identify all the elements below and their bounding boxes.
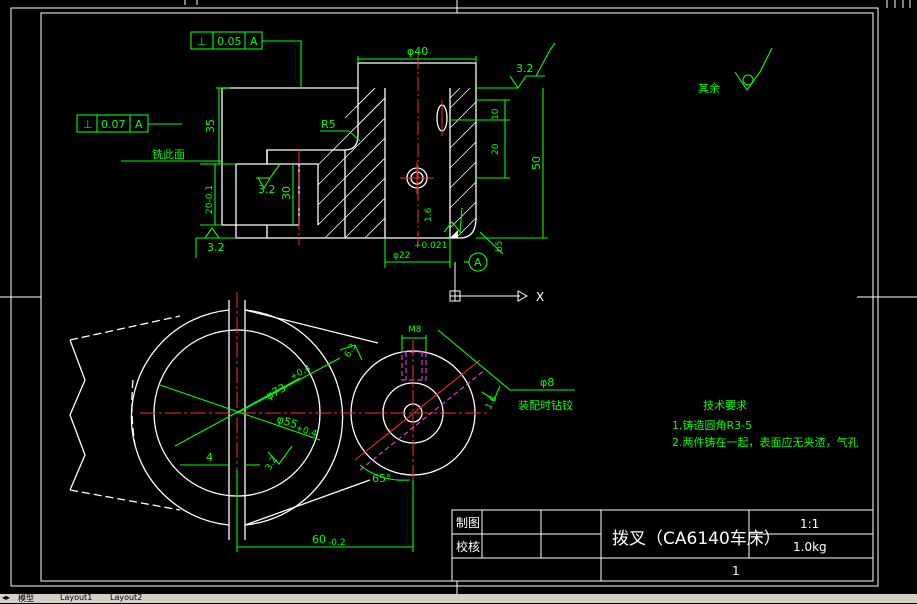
top-view <box>221 55 477 248</box>
hatch-left <box>317 87 386 239</box>
flatness-value: 0.05 <box>217 35 242 48</box>
ucs-x-label: X <box>536 290 544 304</box>
tech-req-item-2: 2.两件铸在一起，表面应无夹渣，气孔 <box>672 435 859 449</box>
dim-50: 50 <box>530 156 543 170</box>
dim-phi55: φ55 <box>275 412 299 431</box>
dim-phi55-tol: +0.4 <box>294 423 318 439</box>
bottom-view-dimensions: φ73 +0.4 φ55 +0.4 4 3.2 6.3 65° M8 φ8 装配… <box>159 325 575 552</box>
tab-nav-icon[interactable]: ◂▸ <box>2 593 11 602</box>
dim-phi8: φ8 <box>540 376 554 389</box>
tech-requirements: 技术要求 1.铸造圆角R3-5 2.两件铸在一起，表面应无夹渣，气孔 <box>672 399 859 449</box>
dim-b5: b5 <box>495 241 505 252</box>
dim-bore-tol: +0.021 <box>414 241 447 251</box>
dim-30: 30 <box>280 186 293 200</box>
perp-symbol: ⊥ <box>83 118 93 131</box>
dim-phi73: φ73 <box>263 381 288 402</box>
ucs-icon: X <box>449 262 544 304</box>
dim-M8: M8 <box>408 325 422 335</box>
title-part-name: 拨叉（CA6140车床） <box>612 529 781 549</box>
tech-req-heading: 技术要求 <box>703 399 747 412</box>
remaining-label: 其余 <box>698 81 720 95</box>
dim-phi73-tol: +0.4 <box>289 363 313 382</box>
flatness-datum: A <box>250 35 258 48</box>
dim-4: 4 <box>206 451 213 464</box>
flatness-symbol: ⊥ <box>197 35 207 48</box>
dim-10: 10 <box>491 108 501 120</box>
dim-20: 20 <box>491 143 501 155</box>
tab-layout2[interactable]: Layout2 <box>110 593 143 602</box>
rough-1-6: 1.6 <box>424 207 434 222</box>
label-milled-face: 铣此面 <box>152 147 185 161</box>
dim-60-tol: -0.2 <box>328 538 346 548</box>
rough-3-2-left: 3.2 <box>258 183 276 196</box>
dim-35: 35 <box>204 119 217 133</box>
rough-6-3: 6.3 <box>343 342 359 359</box>
perp-value: 0.07 <box>101 118 126 131</box>
tech-req-item-1: 1.铸造圆角R3-5 <box>672 418 752 432</box>
title-scale: 1:1 <box>800 517 819 531</box>
layout-tab-bar: ◂▸ 模型 Layout1 Layout2 <box>0 593 917 603</box>
dim-20-tol: 20-0.1 <box>205 185 215 214</box>
dim-R5: R5 <box>321 118 336 131</box>
title-weight: 1.0kg <box>793 540 827 554</box>
label-assembly-drill: 装配时钻铰 <box>518 398 573 412</box>
rough-1-6-bottom-view: 1.6 <box>484 394 500 412</box>
dim-phi40: φ40 <box>407 45 428 58</box>
title-sheet: 1 <box>732 564 740 578</box>
tab-layout1[interactable]: Layout1 <box>60 593 93 602</box>
dim-bore: φ22 <box>393 251 410 261</box>
perp-datum: A <box>135 118 143 131</box>
rough-3-2-bottom-view: 3.2 <box>264 455 280 472</box>
title-drawn-by: 制图 <box>456 516 480 530</box>
title-checked-by: 校核 <box>456 539 480 554</box>
dim-65deg: 65° <box>372 472 392 485</box>
title-block: 制图 校核 拨叉（CA6140车床） 1:1 1.0kg 1 <box>451 509 874 582</box>
tab-model[interactable]: 模型 <box>18 594 34 603</box>
top-view-dimensions: φ40 ⊥ 0.05 A ⊥ 0.07 A 35 R5 铣此面 20-0.1 <box>76 31 773 272</box>
datum-A: A <box>474 256 482 269</box>
rough-3-2-top: 3.2 <box>516 62 534 75</box>
hatch-right <box>449 87 477 239</box>
rough-3-2-bottom: 3.2 <box>207 241 225 254</box>
dim-60: 60 <box>312 533 326 546</box>
